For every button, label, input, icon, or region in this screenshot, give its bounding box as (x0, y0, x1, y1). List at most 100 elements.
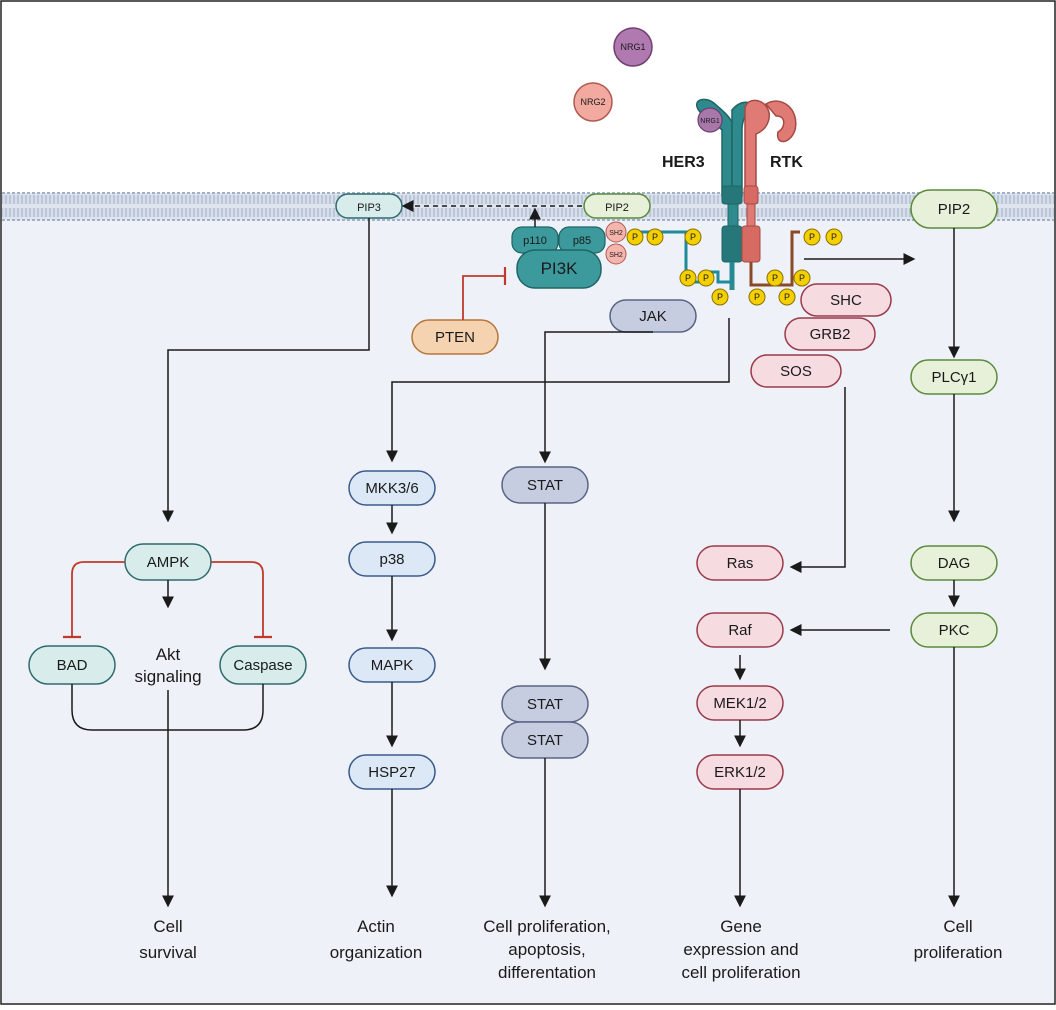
stat-dimer-bottom-label: STAT (527, 732, 563, 749)
sh2-label-2: SH2 (609, 252, 623, 259)
outcome-prolif-line2: proliferation (914, 943, 1003, 962)
nrg2-label: NRG2 (580, 97, 605, 107)
pip2-right-label: PIP2 (938, 201, 971, 218)
phospho-site: P (646, 228, 664, 246)
outcome-actin-line2: organization (330, 943, 423, 962)
bound-nrg1-label: NRG1 (700, 118, 720, 125)
phospho-site: P (803, 228, 821, 246)
mkk-label: MKK3/6 (365, 480, 418, 497)
phospho-sites: P P P P P P P P P P P P (626, 228, 843, 306)
pip3-label: PIP3 (357, 202, 381, 214)
membrane-inner-leaflet (2, 208, 1054, 217)
svg-text:P: P (690, 232, 696, 242)
sos-node (750, 354, 842, 388)
outcome-gene-line1: Gene (720, 917, 762, 936)
ampk-caspase-inhibition (211, 561, 264, 637)
rtk-receptor (741, 99, 797, 263)
phospho-site: P (626, 228, 644, 246)
pi3k-label: PI3K (541, 259, 579, 278)
shc-node (800, 283, 892, 317)
outcome-stat-line3: differentation (498, 963, 596, 982)
shc-label: SHC (830, 292, 862, 309)
phospho-site: P (748, 288, 766, 306)
bound-nrg1 (697, 107, 723, 133)
svg-text:P: P (652, 232, 658, 242)
svg-text:P: P (703, 273, 709, 283)
ras-node (696, 545, 784, 581)
jak-to-stat-arrow (539, 331, 653, 464)
svg-text:P: P (784, 292, 790, 302)
phospho-site: P (766, 269, 784, 287)
outcome-survival-line2: survival (139, 943, 197, 962)
dag-label: DAG (938, 555, 971, 572)
outcome-prolif-line1: Cell (943, 917, 972, 936)
her3-receptor (695, 98, 756, 290)
p85-label: p85 (573, 235, 591, 247)
phospho-site: P (825, 228, 843, 246)
outcome-actin-line1: Actin (357, 917, 395, 936)
sh2-label-1: SH2 (609, 230, 623, 237)
receptor-to-mkk-arrow (386, 318, 730, 463)
nrg1-ligand (613, 27, 653, 67)
svg-text:P: P (754, 292, 760, 302)
plcg1-label: PLCγ1 (931, 369, 976, 386)
grb2-node (784, 317, 876, 351)
outcome-gene-line2: expression and (683, 940, 798, 959)
phospho-site: P (679, 269, 697, 287)
svg-text:P: P (772, 273, 778, 283)
mek-label: MEK1/2 (713, 695, 766, 712)
rtk-label: RTK (770, 154, 803, 171)
pten-label: PTEN (435, 329, 475, 346)
cytoplasm (2, 220, 1054, 1003)
sos-label: SOS (780, 363, 812, 380)
outcome-stat-line2: apoptosis, (508, 940, 586, 959)
phospho-site: P (711, 288, 729, 306)
akt-label-line2: signaling (134, 667, 201, 686)
ampk-bad-inhibition (71, 561, 125, 637)
nrg1-label: NRG1 (620, 42, 645, 52)
pten-node (411, 319, 499, 355)
ampk-label: AMPK (147, 554, 190, 571)
jak-label: JAK (639, 308, 667, 325)
p38-label: p38 (379, 551, 404, 568)
membrane-outer-leaflet (2, 195, 1054, 204)
bad-label: BAD (57, 657, 88, 674)
outcome-survival-line1: Cell (153, 917, 182, 936)
akt-label-line1: Akt (156, 645, 181, 664)
svg-text:P: P (831, 232, 837, 242)
phospho-site: P (684, 228, 702, 246)
phospho-site: P (793, 269, 811, 287)
svg-text:P: P (717, 292, 723, 302)
outcome-gene-line3: cell proliferation (681, 963, 800, 982)
pten-inhibition (462, 275, 505, 320)
outcome-stat-line1: Cell proliferation, (483, 917, 611, 936)
phospho-site: P (778, 288, 796, 306)
svg-text:P: P (799, 273, 805, 283)
raf-node (696, 612, 784, 648)
stat-label: STAT (527, 477, 563, 494)
phospho-site: P (697, 269, 715, 287)
mapk-label: MAPK (371, 657, 414, 674)
erk-label: ERK1/2 (714, 764, 766, 781)
svg-text:P: P (632, 232, 638, 242)
raf-label: Raf (728, 622, 752, 639)
pip3-to-ampk-arrow (162, 218, 370, 523)
hsp27-label: HSP27 (368, 764, 416, 781)
pkc-label: PKC (939, 622, 970, 639)
pip2-left-label: PIP2 (605, 202, 629, 214)
stat-dimer-top-label: STAT (527, 696, 563, 713)
grb2-label: GRB2 (810, 326, 851, 343)
ras-label: Ras (727, 555, 754, 572)
pip2-left-node (583, 193, 651, 219)
sos-to-ras-arrow (789, 387, 846, 573)
nrg2-ligand (573, 82, 613, 122)
svg-text:P: P (809, 232, 815, 242)
rtk-tail (749, 230, 800, 287)
p110-label: p110 (523, 235, 547, 247)
pi3k-complex: p110 p85 PI3K SH2 SH2 (511, 221, 627, 289)
her3-label: HER3 (662, 154, 705, 171)
svg-text:P: P (685, 273, 691, 283)
caspase-label: Caspase (233, 657, 292, 674)
